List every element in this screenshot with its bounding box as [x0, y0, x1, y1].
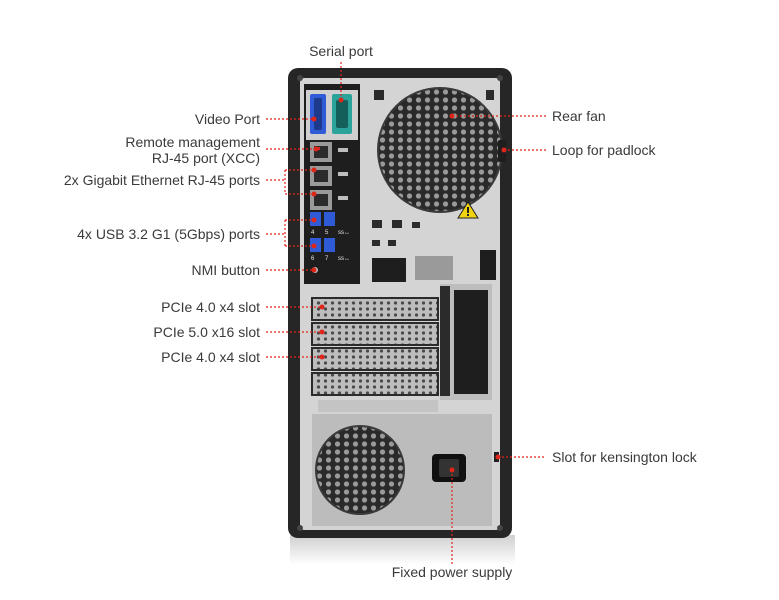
rear-fan [366, 84, 503, 214]
network-icons [338, 148, 348, 200]
power-supply [312, 414, 492, 526]
label-ethernet-ports: 2x Gigabit Ethernet RJ-45 ports [63, 172, 260, 188]
label-nmi-button: NMI button [191, 262, 260, 278]
svg-text:4: 4 [311, 230, 315, 236]
svg-text:ss↔: ss↔ [338, 230, 350, 236]
label-usb-ports: 4x USB 3.2 G1 (5Gbps) ports [77, 226, 260, 242]
callout-lines [266, 62, 546, 564]
serial-port[interactable] [332, 94, 352, 134]
panel-cutouts [372, 220, 496, 282]
label-pcie-slot-2: PCIe 5.0 x16 slot [153, 324, 260, 340]
label-pcie-slot-3: PCIe 4.0 x4 slot [161, 349, 260, 365]
label-kensington-slot: Slot for kensington lock [552, 449, 697, 465]
usb-markings: 4 5 6 7 ss↔ ss↔ [311, 230, 350, 262]
video-port[interactable] [310, 94, 326, 134]
svg-text:6: 6 [311, 256, 315, 262]
slot-labels-strip [318, 400, 438, 412]
label-remote-management-line2: RJ-45 port (XCC) [151, 150, 260, 166]
floor-shadow [290, 535, 515, 565]
svg-text:7: 7 [325, 256, 329, 262]
label-power-supply: Fixed power supply [391, 564, 513, 580]
rj45-xcc-port[interactable] [310, 142, 332, 162]
slot-bracket [440, 284, 492, 400]
pcie-slot-2[interactable] [311, 322, 439, 346]
label-rear-fan: Rear fan [552, 108, 606, 124]
svg-text:ss↔: ss↔ [338, 256, 350, 262]
pcie-slot-4[interactable] [311, 372, 439, 396]
label-remote-management: Remote management RJ-45 port (XCC) [40, 134, 260, 166]
pcie-slot-1[interactable] [311, 297, 439, 321]
label-serial-port: Serial port [309, 43, 373, 59]
label-video-port: Video Port [194, 111, 260, 127]
label-remote-management-line1: Remote management [125, 134, 260, 150]
warning-icon [457, 201, 479, 219]
label-pcie-slot-1: PCIe 4.0 x4 slot [161, 299, 260, 315]
label-padlock-loop: Loop for padlock [552, 142, 656, 158]
callout-dots [311, 97, 507, 473]
pcie-slot-3[interactable] [311, 347, 439, 371]
svg-text:5: 5 [325, 230, 329, 236]
